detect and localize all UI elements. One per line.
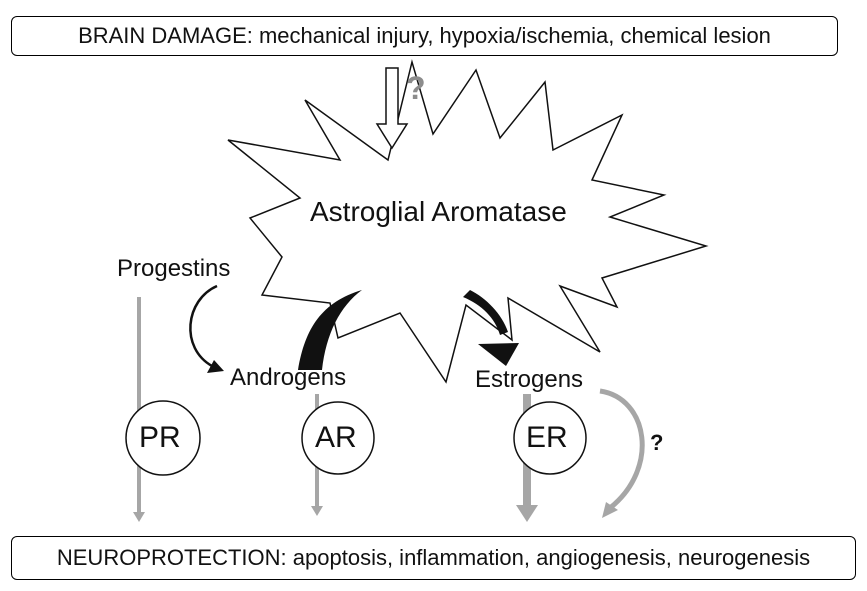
ar-circle: [301, 401, 375, 475]
aromatase-label: Astroglial Aromatase: [310, 196, 567, 227]
aromatase-androgen-arc: [298, 290, 362, 370]
progestins-label: Progestins: [117, 255, 231, 282]
ar-label: AR: [315, 421, 357, 454]
androgens-label: Androgens: [230, 364, 347, 391]
er-circle: [513, 401, 587, 475]
estrogen-curve-arrow: [599, 388, 645, 518]
neuroprotection-text: NEUROPROTECTION: apoptosis, inflammation…: [56, 545, 811, 570]
brain-damage-box: BRAIN DAMAGE: mechanical injury, hypoxia…: [11, 16, 838, 56]
pr-label: PR: [139, 421, 181, 454]
aromatase-estrogen-arrow: [463, 290, 519, 366]
estrogen-query-mark: ?: [650, 430, 664, 455]
damage-arrow: [375, 67, 409, 150]
er-label: ER: [526, 421, 568, 454]
neuroprotection-box: NEUROPROTECTION: apoptosis, inflammation…: [11, 536, 856, 580]
pr-arrow: [133, 297, 145, 522]
progestin-to-androgen-arrow: [189, 284, 224, 373]
damage-query-mark: ?: [406, 70, 426, 106]
pr-circle: [125, 400, 201, 476]
estrogens-label: Estrogens: [475, 366, 584, 393]
brain-damage-text: BRAIN DAMAGE: mechanical injury, hypoxia…: [78, 23, 771, 48]
